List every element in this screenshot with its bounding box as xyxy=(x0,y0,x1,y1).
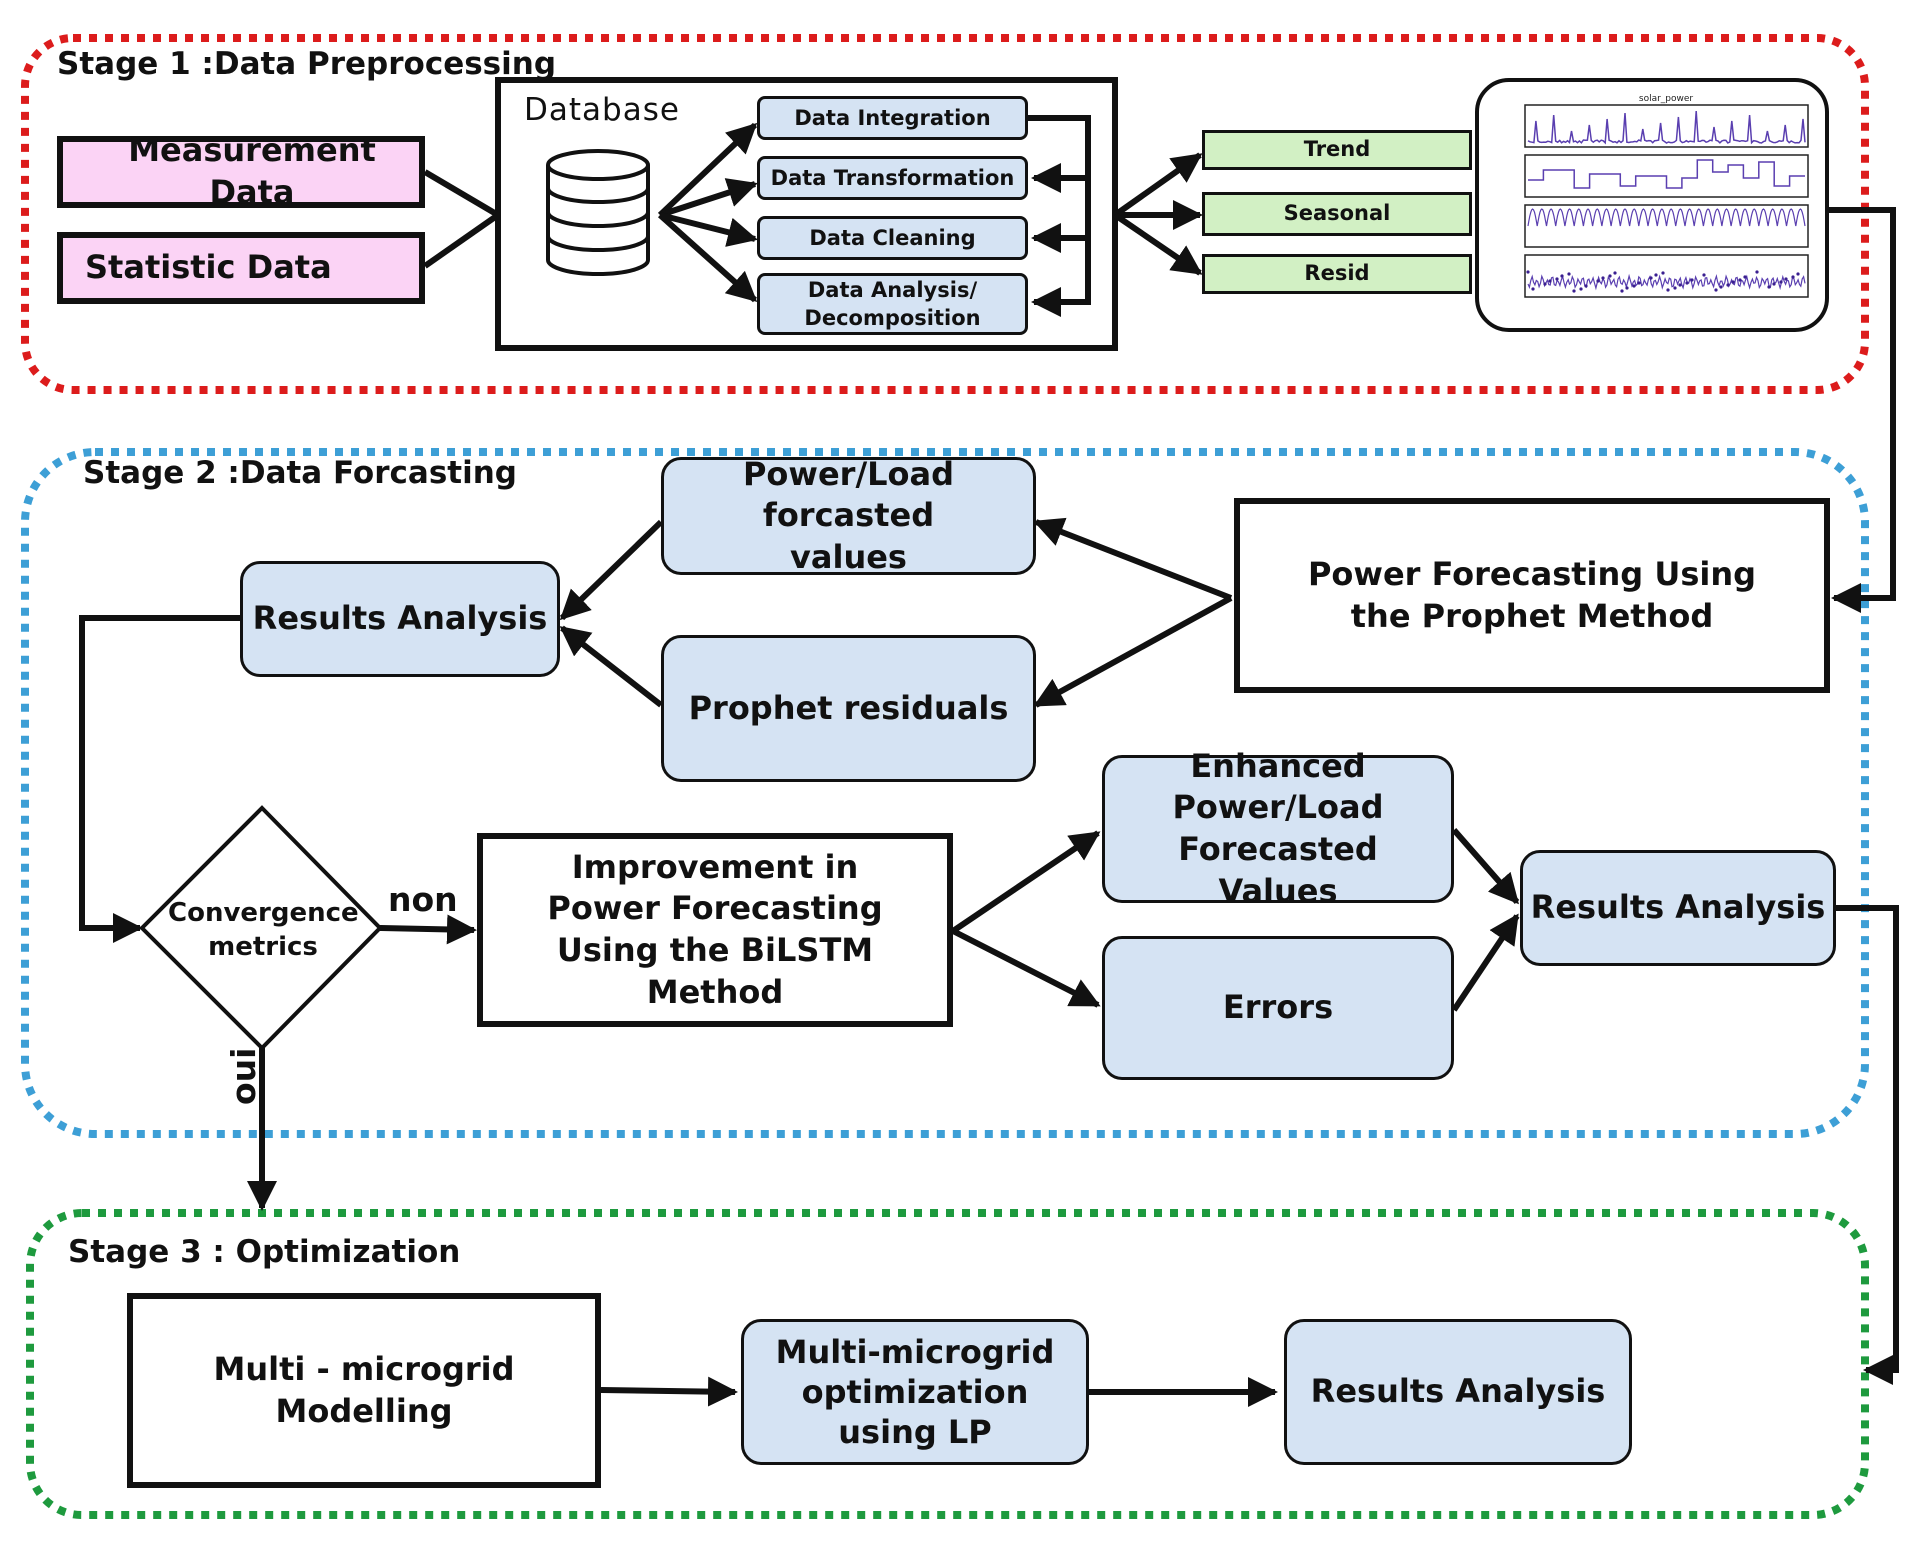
residual-dot xyxy=(1731,280,1734,283)
database-label: Database xyxy=(524,92,680,128)
forecasted-values-box: Power/Load forcasted values xyxy=(661,457,1036,575)
residual-dot xyxy=(1601,276,1604,279)
database-icon xyxy=(548,151,648,274)
multi-microgrid-modelling-box: Multi - microgrid Modelling xyxy=(127,1293,601,1488)
prophet-residuals-box: Prophet residuals xyxy=(661,635,1036,782)
residual-dot xyxy=(1649,276,1652,279)
residual-dot xyxy=(1548,279,1551,282)
convergence-label: Convergence metrics xyxy=(168,897,358,965)
stage1-title: Stage 1 :Data Preprocessing xyxy=(57,46,556,82)
residual-dot xyxy=(1584,284,1587,287)
residual-dot xyxy=(1625,286,1628,289)
residual-dot xyxy=(1567,272,1570,275)
residual-dot xyxy=(1779,280,1782,283)
residual-dot xyxy=(1531,287,1534,290)
step-data-cleaning: Data Cleaning xyxy=(757,216,1028,260)
residual-dot xyxy=(1596,279,1599,282)
residual-dot xyxy=(1743,275,1746,278)
component-trend: Trend xyxy=(1202,130,1472,170)
results-analysis-box-1: Results Analysis xyxy=(240,561,560,677)
residual-dot xyxy=(1678,283,1681,286)
residual-dot xyxy=(1632,284,1635,287)
measurement-data-box: Measurement Data xyxy=(57,136,425,208)
residual-dot xyxy=(1767,285,1770,288)
residual-dot xyxy=(1613,271,1616,274)
residual-dot xyxy=(1690,278,1693,281)
residual-dot xyxy=(1726,283,1729,286)
residual-dot xyxy=(1685,281,1688,284)
residual-dot xyxy=(1661,271,1664,274)
residual-dot xyxy=(1637,281,1640,284)
residual-dot xyxy=(1560,274,1563,277)
residual-dot xyxy=(1791,275,1794,278)
results-analysis-box-3: Results Analysis xyxy=(1284,1319,1632,1465)
lp-optimization-box: Multi-microgrid optimization using LP xyxy=(741,1319,1089,1465)
errors-box: Errors xyxy=(1102,936,1454,1080)
plot-title: solar_power xyxy=(1639,94,1694,104)
residual-dot xyxy=(1579,287,1582,290)
residual-dot xyxy=(1719,285,1722,288)
residual-dot xyxy=(1784,277,1787,280)
residual-dot xyxy=(1654,273,1657,276)
residual-dot xyxy=(1772,282,1775,285)
component-resid: Resid xyxy=(1202,254,1472,294)
statistic-data-box: Statistic Data xyxy=(57,232,425,304)
residual-dot xyxy=(1526,270,1529,273)
residual-dot xyxy=(1796,272,1799,275)
stage2-title: Stage 2 :Data Forcasting xyxy=(83,455,517,491)
step-data-analysis: Data Analysis/ Decomposition xyxy=(757,273,1028,335)
residual-dot xyxy=(1572,289,1575,292)
residual-dot xyxy=(1702,273,1705,276)
step-data-transformation: Data Transformation xyxy=(757,156,1028,200)
residual-dot xyxy=(1755,270,1758,273)
residual-dot xyxy=(1738,278,1741,281)
prophet-method-box: Power Forecasting Using the Prophet Meth… xyxy=(1234,498,1830,693)
residual-dot xyxy=(1673,286,1676,289)
residual-dot xyxy=(1714,288,1717,291)
non-label: non xyxy=(388,880,458,919)
step-data-integration: Data Integration xyxy=(757,96,1028,140)
residual-dot xyxy=(1555,277,1558,280)
residual-dot xyxy=(1543,282,1546,285)
residual-dot xyxy=(1608,274,1611,277)
residual-dot xyxy=(1666,288,1669,291)
component-seasonal: Seasonal xyxy=(1202,192,1472,236)
enhanced-values-box: Enhanced Power/Load Forecasted Values xyxy=(1102,755,1454,903)
stage3-title: Stage 3 : Optimization xyxy=(68,1234,460,1270)
bilstm-method-box: Improvement in Power Forecasting Using t… xyxy=(477,833,953,1027)
results-analysis-box-2: Results Analysis xyxy=(1520,850,1836,966)
residual-dot xyxy=(1620,289,1623,292)
oui-label: oui xyxy=(224,1048,263,1105)
